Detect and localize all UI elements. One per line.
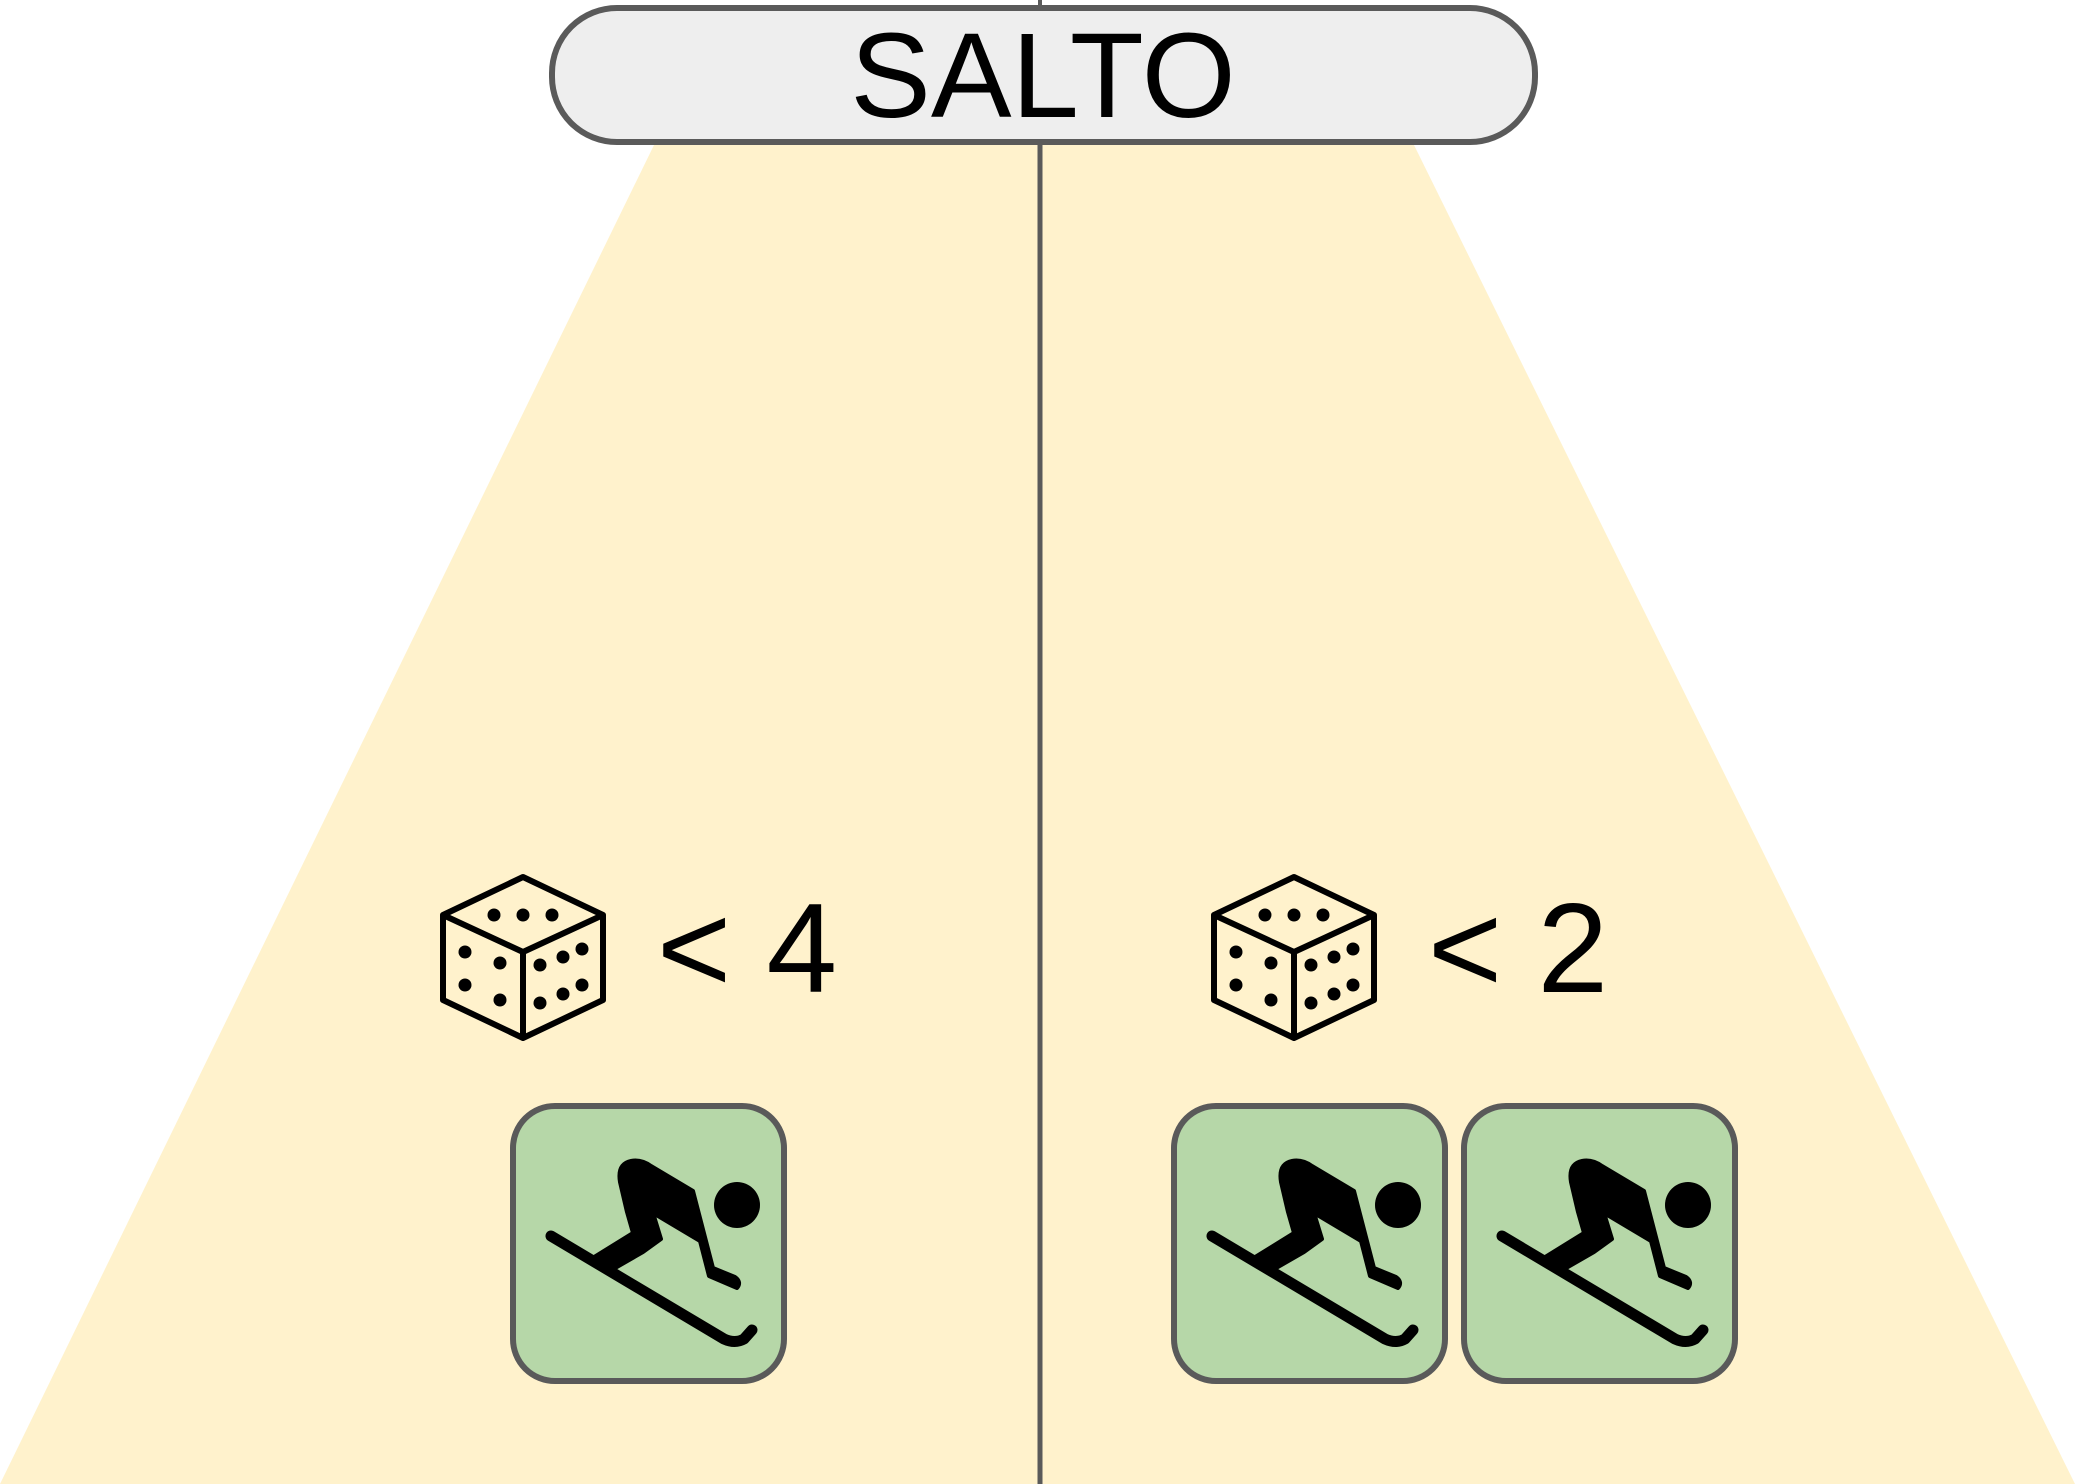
title: SALTO	[850, 7, 1236, 143]
skier-card	[1171, 1103, 1448, 1384]
lane-right: < 2	[1171, 877, 1738, 1384]
lane-left: < 4	[443, 877, 837, 1384]
skier-card	[510, 1103, 787, 1384]
dice-icon	[1214, 877, 1374, 1038]
lane-left-condition: < 4	[657, 877, 837, 1019]
dice-icon	[443, 877, 603, 1038]
lane-right-condition: < 2	[1428, 877, 1608, 1019]
title-banner: SALTO	[549, 5, 1538, 145]
skier-card	[1461, 1103, 1738, 1384]
